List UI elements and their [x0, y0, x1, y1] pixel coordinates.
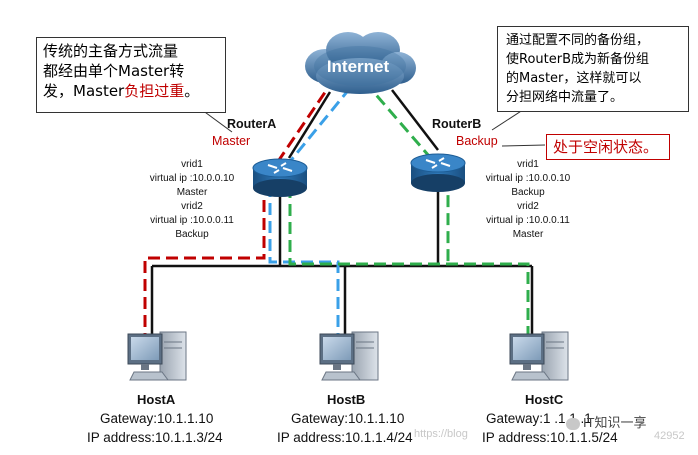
- routerb-vrrp-info: vrid1 virtual ip :10.0.0.10 Backup vrid2…: [466, 158, 590, 242]
- computer-icon: [509, 331, 569, 381]
- callout-left-highlight: 负担过重: [124, 81, 185, 100]
- callout-idle: 处于空闲状态。: [546, 134, 670, 160]
- watermark-num: 42952: [654, 430, 685, 442]
- wechat-icon: [566, 417, 580, 430]
- router-icon: [410, 153, 466, 192]
- callout-left-line2: 都经由单个Master转: [43, 61, 185, 80]
- watermark-channel-text: IT知识一享: [583, 415, 647, 430]
- hostb-name: HostB: [327, 392, 366, 407]
- routera-vrid1: vrid1: [181, 159, 203, 170]
- link-routera-internet: [287, 91, 332, 159]
- routera-vip2: virtual ip :10.0.0.11: [150, 215, 234, 226]
- watermark-channel: IT知识一享: [566, 412, 647, 431]
- traffic-path-red: [143, 84, 332, 345]
- hosta-ip: IP address:10.1.1.3/24: [87, 430, 223, 445]
- hostb-gateway: Gateway:10.1.1.10: [291, 411, 405, 426]
- routerb-vrid2: vrid2: [517, 201, 539, 212]
- routera-name: RouterA: [227, 117, 277, 131]
- internet-label: Internet: [327, 57, 390, 76]
- routerb-name: RouterB: [432, 117, 482, 131]
- watermark-blog: https://blog: [414, 428, 468, 440]
- routerb-state2: Master: [512, 229, 544, 240]
- routera-vrid2: vrid2: [181, 201, 203, 212]
- routerb-vip2: virtual ip :10.0.0.11: [486, 215, 570, 226]
- traffic-path-blue: [268, 81, 357, 345]
- routera-vip1: virtual ip :10.0.0.10: [149, 173, 235, 184]
- routera-state1: Master: [176, 187, 208, 198]
- link-routerb-internet: [391, 89, 439, 151]
- callout-left-line3-suffix: 。: [184, 81, 200, 100]
- callout-left-line3-prefix: 发，Master: [43, 81, 125, 100]
- cloud-icon: [305, 32, 416, 94]
- routera-vrrp-info: vrid1 virtual ip :10.0.0.10 Master vrid2…: [130, 158, 254, 242]
- computer-icon: [127, 331, 187, 381]
- callout-right-line2: 使RouterB成为新备份组: [506, 52, 650, 67]
- traffic-path-green-a: [288, 186, 530, 345]
- callout-left-line1: 传统的主备方式流量: [43, 42, 179, 60]
- hostc-ip: IP address:10.1.1.5/24: [482, 430, 618, 445]
- routera-role: Master: [212, 134, 251, 148]
- hostc-gateway: Gateway:1 .1.1 .1: [486, 411, 592, 426]
- hostb-ip: IP address:10.1.1.4/24: [277, 430, 413, 445]
- callout-right-line3: 的Master，这样就可以: [506, 71, 642, 86]
- routerb-state1: Backup: [511, 187, 545, 198]
- callout-left-line3: 发，Master负担过重。: [43, 82, 219, 102]
- router-icon: [252, 158, 308, 197]
- routerb-vip1: virtual ip :10.0.0.10: [485, 173, 571, 184]
- callout-right-line4: 分担网络中流量了。: [506, 90, 624, 105]
- hosta-name: HostA: [137, 392, 176, 407]
- routera-state2: Backup: [175, 229, 209, 240]
- callout-idle-pointer: [501, 144, 546, 147]
- callout-left: 传统的主备方式流量 都经由单个Master转 发，Master负担过重。: [36, 37, 226, 113]
- computer-icon: [319, 331, 379, 381]
- routerb-role: Backup: [456, 134, 498, 148]
- routerb-vrid1: vrid1: [517, 159, 539, 170]
- callout-right: 通过配置不同的备份组， 使RouterB成为新备份组 的Master，这样就可以…: [497, 26, 689, 112]
- hosta-gateway: Gateway:10.1.1.10: [100, 411, 214, 426]
- hostc-name: HostC: [525, 392, 564, 407]
- callout-right-line1: 通过配置不同的备份组，: [506, 33, 650, 48]
